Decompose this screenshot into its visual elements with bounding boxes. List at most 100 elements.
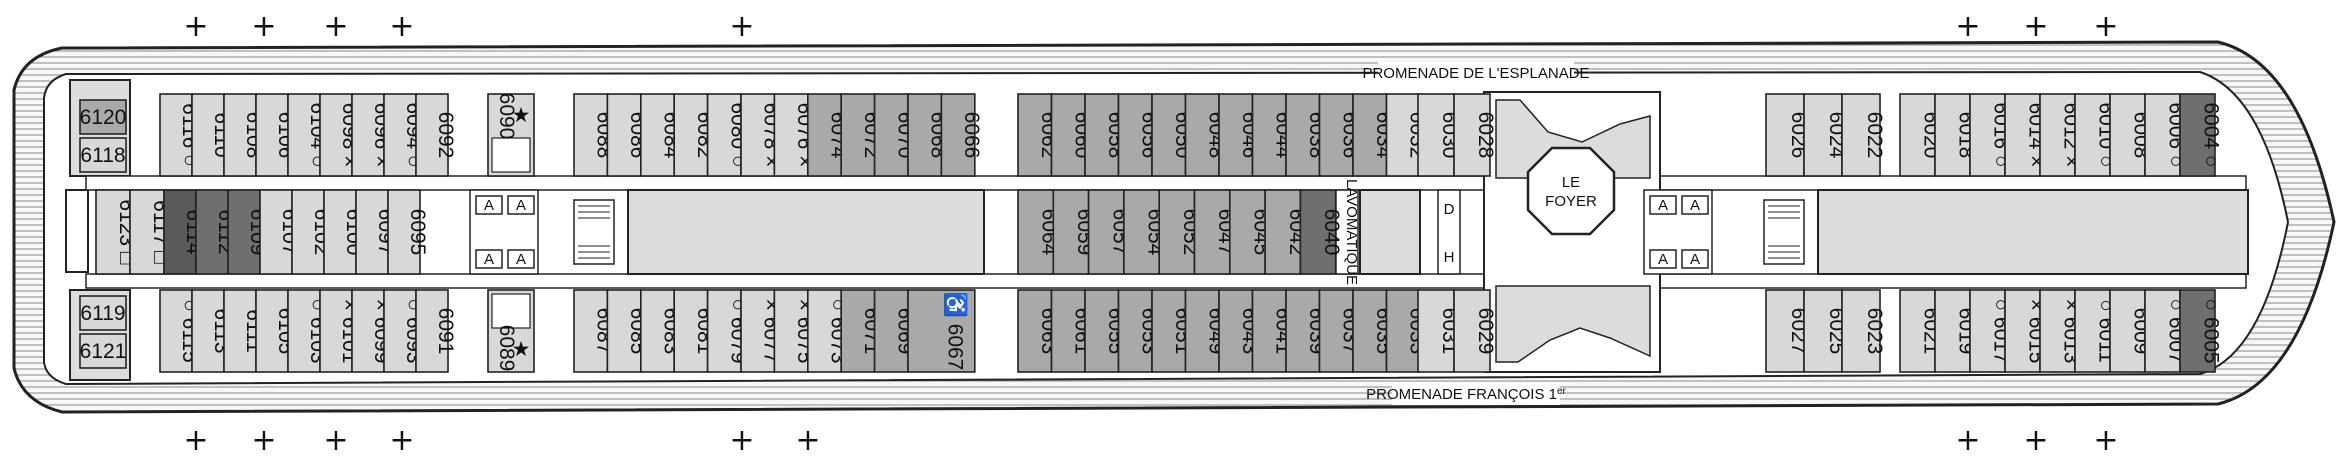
cabin-6072[interactable]: 6072 [840, 93, 883, 177]
elevator-label: A [516, 197, 526, 214]
cabin-6123[interactable]: 6123 □ [95, 189, 138, 275]
suite-6090[interactable]: 6090★ [487, 93, 535, 177]
foyer-label-1: LE [1562, 174, 1580, 191]
cabin-6038[interactable]: 6038 [1285, 93, 1328, 177]
elevator-7: A [1649, 249, 1677, 269]
plus-marker-bottom: + [389, 423, 414, 456]
cabin-6120[interactable]: 6120 [79, 99, 127, 135]
cabin-6118[interactable]: 6118 [79, 137, 127, 173]
lavomatique-label: LAVOMATIQUE [1335, 179, 1360, 285]
cabin-number: 6040 [1320, 209, 1343, 256]
star-icon: ★ [512, 338, 531, 361]
elevator-6: A [1681, 195, 1709, 215]
plus-marker-bottom: + [323, 423, 348, 456]
cabin-6085[interactable]: 6085 [606, 289, 649, 373]
cabin-6004[interactable]: 6004 ○ [2179, 93, 2223, 177]
lounge-left [627, 189, 985, 275]
cabin-6070[interactable]: 6070 [873, 93, 917, 177]
cabin-6036[interactable]: 6036 [1318, 93, 1362, 177]
plus-marker-bottom: + [2093, 423, 2118, 456]
cabins-stern: 6120 6118 6119 6121 [79, 99, 127, 369]
plus-marker-top: + [729, 9, 754, 44]
d-label: D [1444, 201, 1455, 218]
elevator-2: A [507, 195, 535, 215]
elevator-label: A [1690, 251, 1700, 268]
suite-6089[interactable]: 6089★ [487, 289, 535, 373]
plus-marker-bottom: + [1955, 423, 1980, 456]
cabin-6062[interactable]: 6062 [1017, 93, 1060, 177]
elevator-label: A [516, 251, 526, 268]
cabin-number: 6004 ○ [2200, 102, 2223, 167]
plus-marker-top: + [2023, 9, 2048, 44]
plus-marker-top: + [251, 9, 276, 44]
plus-marker-top: + [183, 9, 208, 44]
elevator-5: A [1649, 195, 1677, 215]
corridor-top [85, 175, 2247, 191]
plus-marker-bottom: + [183, 423, 208, 456]
cabin-number: 6023 [1863, 308, 1886, 355]
cabin-number: 6089 [495, 325, 518, 372]
cabin-6006[interactable]: 6006 ○ [2144, 93, 2188, 177]
plus-marker-top: + [323, 9, 348, 44]
plus-marker-bottom: + [2023, 423, 2048, 456]
plus-marker-bottom: + [795, 423, 820, 456]
cabin-6053[interactable]: 6053 [1117, 289, 1161, 373]
cabin-6098[interactable]: 6098 × [319, 93, 361, 177]
stairs-left [573, 199, 615, 265]
star-icon: ★ [512, 104, 531, 127]
cabin-6022[interactable]: 6022 [1841, 93, 1886, 177]
cabin-number: 6091 [434, 308, 457, 355]
corridor-bottom [85, 273, 2247, 289]
cabin-6040[interactable]: 6040 [1299, 189, 1343, 275]
foyer-octagon [1526, 146, 1616, 236]
cabin-number: 6095 [406, 209, 429, 256]
cabin-6095[interactable]: 6095 [387, 189, 429, 275]
plus-marker-top: + [1955, 9, 1980, 44]
cabin-6119[interactable]: 6119 [79, 295, 127, 331]
elevator-4: A [507, 249, 535, 269]
cabin-6067[interactable]: ♿ 6067 [907, 289, 976, 373]
elevator-label: A [484, 251, 494, 268]
cabin-6029[interactable]: 6029 [1453, 289, 1497, 373]
cabin-number: 6090 [495, 93, 518, 140]
elevator-label: A [1690, 197, 1700, 214]
promenade-bottom-label: PROMENADE FRANÇOIS 1er [1366, 383, 1567, 405]
cabin-number: 6022 [1863, 112, 1886, 159]
foyer-label-2: FOYER [1545, 193, 1597, 210]
cabin-6121[interactable]: 6121 [79, 333, 127, 369]
foyer-atrium: LE FOYER D H [1437, 91, 1661, 373]
service-block [1359, 189, 1421, 275]
cabin-number: 6092 [434, 112, 457, 159]
cabin-number: ○ 6005 [2200, 298, 2223, 363]
elevator-label: A [484, 197, 494, 214]
svg-text:PROMENADE FRANÇOIS 1er: PROMENADE FRANÇOIS 1er [1366, 386, 1566, 404]
cabin-6018[interactable]: 6018 [1934, 93, 1978, 177]
plus-marker-bottom: + [251, 423, 276, 456]
cabin-number: 6120 [80, 106, 127, 129]
plus-marker-top: + [389, 9, 414, 44]
cabin-number: 6121 [80, 340, 127, 363]
cabin-6109[interactable]: 6109 [227, 189, 269, 275]
cabin-6066[interactable]: 6066 [940, 93, 983, 177]
cabin-number: 6029 [1474, 308, 1497, 355]
cabin-number: 6066 [960, 112, 983, 159]
cabin-number: 6119 [80, 302, 125, 325]
cabin-6028[interactable]: 6028 [1453, 93, 1497, 177]
cabin-6039[interactable]: 6039 [1285, 289, 1328, 373]
cabin-number: ♿ 6067 [943, 292, 968, 371]
cabin-6045[interactable]: 6045 [1229, 189, 1273, 275]
cabin-6005[interactable]: ○ 6005 [2179, 289, 2223, 373]
elevator-label: A [1658, 251, 1668, 268]
cabin-6092[interactable]: 6092 [415, 93, 457, 177]
plus-marker-top: + [2093, 9, 2118, 44]
h-label: H [1444, 249, 1455, 266]
cabin-6091[interactable]: 6091 [415, 289, 457, 373]
promenade-top-label: PROMENADE DE L'ESPLANADE [1362, 62, 1590, 84]
cabin-6023[interactable]: 6023 [1841, 289, 1886, 373]
cabin-number: 6118 [80, 144, 125, 167]
elevator-3: A [475, 249, 503, 269]
